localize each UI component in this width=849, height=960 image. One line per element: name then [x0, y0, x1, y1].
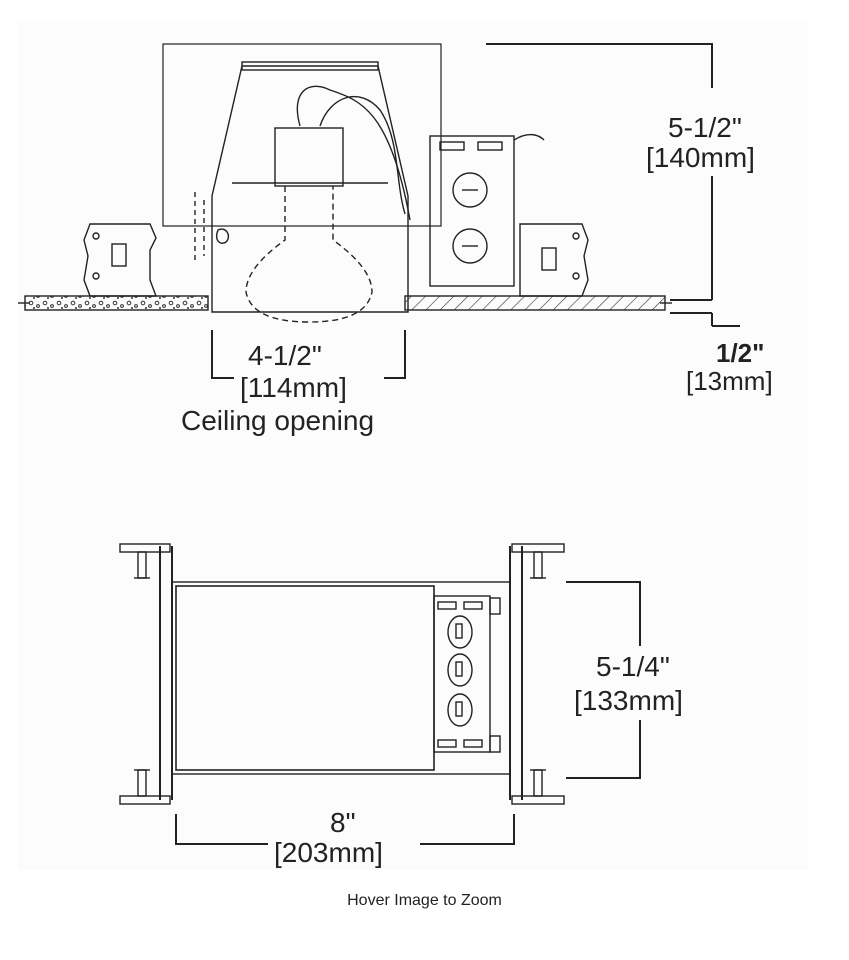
- plan-junction-box: [433, 595, 491, 753]
- drawing-background: [18, 20, 808, 870]
- width-label: 8": [330, 807, 356, 838]
- knockout-1: [452, 172, 488, 208]
- lamp-wire: [296, 85, 411, 221]
- opening-caption: Ceiling opening: [181, 405, 374, 436]
- ceiling-drywall-right: [404, 295, 666, 311]
- depth-label-mm: [133mm]: [574, 685, 683, 716]
- plan-knockout-3: [447, 693, 473, 727]
- hanger-clip-top-right: [511, 543, 565, 579]
- can-housing: [211, 65, 409, 313]
- hanger-clip-bottom-right: [511, 769, 565, 805]
- hanger-clip-bottom-left: [119, 769, 171, 805]
- zoom-hint: Hover Image to Zoom: [347, 892, 502, 909]
- width-label-mm: [203mm]: [274, 837, 383, 868]
- opening-label: 4-1/2": [248, 340, 322, 371]
- housing-top: [175, 585, 435, 771]
- mounting-bracket-right: [519, 223, 589, 297]
- housing-outline: [162, 43, 442, 227]
- height-label-mm: [140mm]: [646, 142, 755, 173]
- opening-dimension: [211, 330, 406, 379]
- side-elevation-view: [18, 43, 672, 323]
- plan-knockout-1: [447, 615, 473, 649]
- plan-knockout-2: [447, 653, 473, 687]
- mounting-plate: [171, 581, 511, 775]
- junction-box: [429, 135, 515, 287]
- knockout-2: [452, 228, 488, 264]
- hanger-clip-top-left: [119, 543, 171, 579]
- mounting-bracket-left: [83, 223, 158, 297]
- depth-dimension: [566, 581, 641, 779]
- plan-view: [119, 543, 565, 805]
- lamp-socket: [274, 127, 344, 187]
- lamp-bulb: [245, 186, 373, 323]
- trim-label: 1/2": [716, 338, 764, 368]
- opening-label-mm: [114mm]: [240, 372, 347, 403]
- ceiling-drywall-left: [24, 295, 209, 311]
- depth-label: 5-1/4": [596, 651, 670, 682]
- width-dimension: [175, 814, 515, 845]
- can-top-plate: [241, 61, 379, 71]
- height-label: 5-1/2": [668, 112, 742, 143]
- height-dimension: [486, 43, 740, 327]
- trim-label-mm: [13mm]: [686, 366, 773, 396]
